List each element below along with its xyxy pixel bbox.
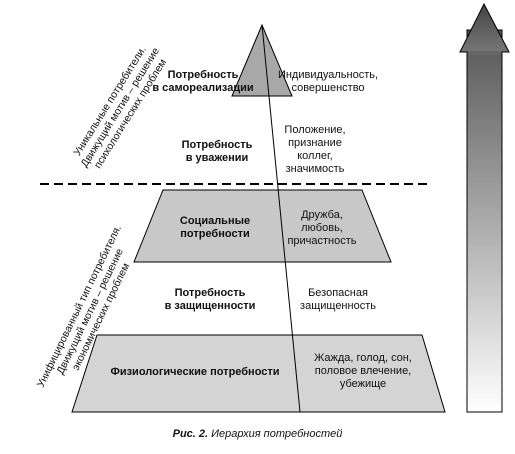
caption-prefix: Рис. 2. [172,428,209,440]
caption-text: Иерархия потребностей [211,428,343,440]
social-band [133,189,392,263]
apex-triangle [231,23,293,97]
upward-arrow [466,29,503,413]
physiological-band [71,334,446,413]
need-physiological: Физиологические потребности [110,366,280,378]
examples-social: Дружба,любовь, причастность [287,209,357,247]
arrow-head [459,2,510,53]
examples-physiological: Жажда, голод, сон,половое влечение, убеж… [314,352,412,390]
divider-line [261,24,301,413]
figure-caption: Рис. 2. Иерархия потребностей [0,428,515,440]
examples-self-actualization: Индивидуальность,совершенство [277,69,379,94]
examples-esteem: Положение,признание коллег,значимость [284,124,346,175]
